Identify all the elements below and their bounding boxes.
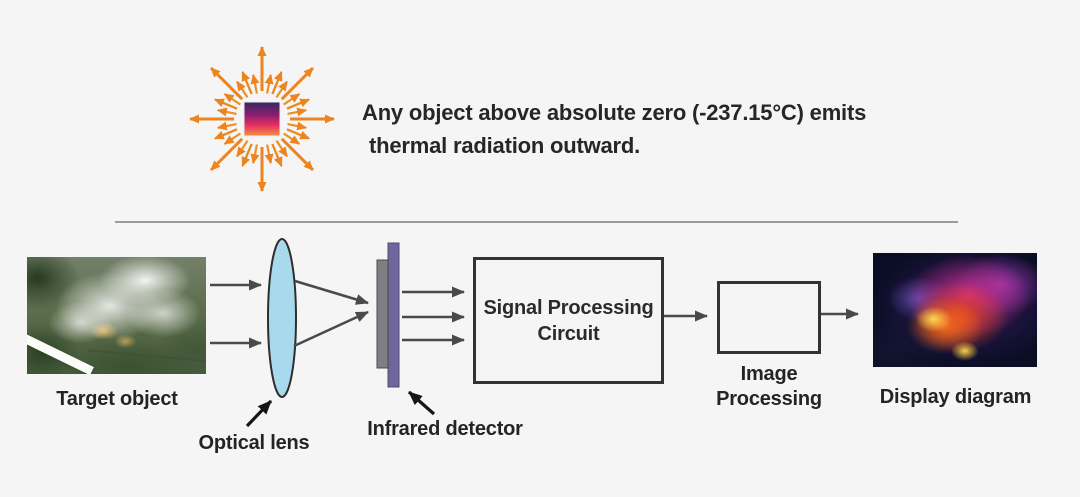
display-diagram-label: Display diagram (879, 386, 1032, 408)
thermal-radiation-icon (172, 29, 352, 209)
signal-box-line-1: Signal Processing (483, 296, 654, 319)
infrared-detector-back-bar (387, 242, 400, 388)
target-object-image (27, 257, 206, 374)
target-object-label: Target object (56, 388, 178, 410)
signal-box-line-2: Circuit (537, 322, 600, 345)
signal-processing-box: Signal Processing Circuit (473, 257, 664, 384)
converging-ray-bottom (293, 310, 369, 348)
optical-lens-shape (267, 238, 297, 398)
infrared-detector-label: Infrared detector (367, 418, 523, 440)
heading-line-2: thermal radiation outward. (369, 133, 641, 158)
converging-ray-top (294, 279, 369, 305)
helicopter-skid-shape (27, 331, 94, 374)
image-processing-label-line-2: Processing (716, 388, 822, 410)
infrared-detector-front-bar (376, 259, 389, 369)
lens-pointer-arrow (245, 399, 273, 428)
skid-line-shape (88, 349, 206, 363)
radiation-rays (190, 47, 334, 191)
image-processing-label-line-1: Image (740, 363, 798, 385)
heading-line-1: Any object above absolute zero (-237.15°… (362, 100, 867, 125)
image-processing-label: Image Processing (705, 362, 833, 412)
detector-pointer-arrow (407, 390, 436, 416)
section-divider (115, 221, 958, 223)
gradient-square (243, 101, 281, 137)
optical-lens-label: Optical lens (198, 432, 310, 454)
thermal-display-image (873, 253, 1037, 367)
heading-text: Any object above absolute zero (-237.15°… (362, 96, 866, 162)
image-processing-box (717, 281, 821, 354)
